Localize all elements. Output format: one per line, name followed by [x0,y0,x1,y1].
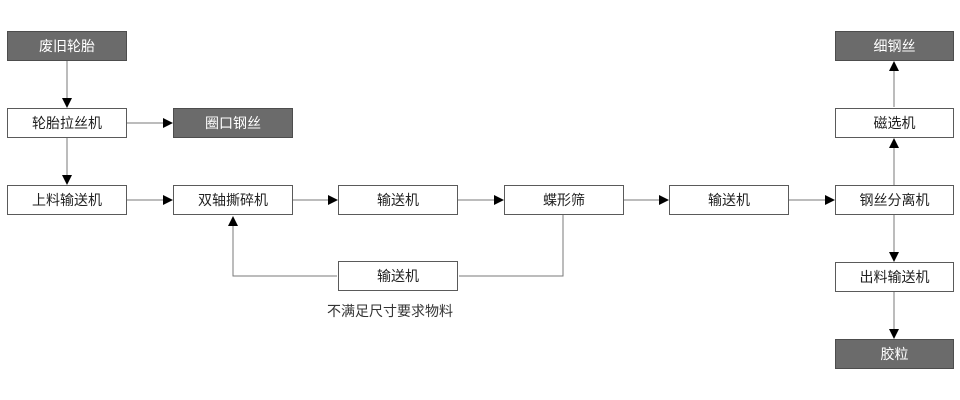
node-fine-steel-wire: 细钢丝 [835,31,954,61]
node-rubber-granules: 胶粒 [835,339,954,369]
node-butterfly-screen: 蝶形筛 [504,185,624,215]
node-conveyor-2: 输送机 [669,185,789,215]
node-magnetic-separator: 磁选机 [835,108,954,138]
node-discharge-conveyor: 出料输送机 [835,262,954,292]
return-note: 不满足尺寸要求物料 [327,304,453,320]
node-twin-shaft-shredder: 双轴撕碎机 [173,185,293,215]
node-return-conveyor: 输送机 [338,261,458,291]
arrow-return-conveyor-to-shredder [228,216,337,277]
node-conveyor-1: 输送机 [338,185,458,215]
line-screen-to-return-conveyor [459,215,564,277]
node-tire-wire-puller: 轮胎拉丝机 [7,108,127,138]
node-waste-tire: 废旧轮胎 [7,31,127,61]
node-bead-wire: 圈口钢丝 [173,108,293,138]
node-feeding-conveyor: 上料输送机 [7,185,127,215]
node-wire-separator: 钢丝分离机 [835,185,954,215]
